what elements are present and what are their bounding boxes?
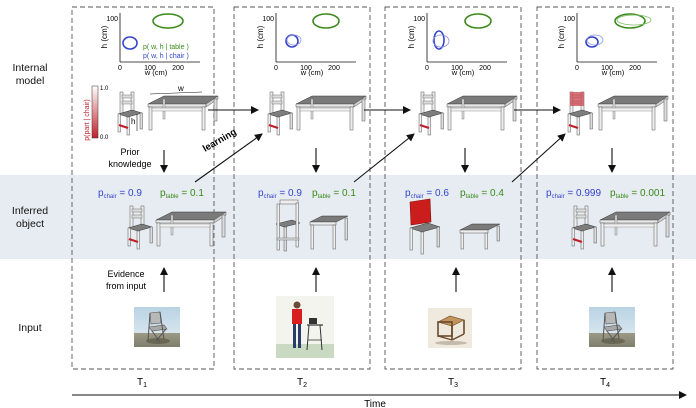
height-dim-label: h [131, 117, 135, 126]
svg-text:100: 100 [300, 65, 312, 72]
table-ellipse [152, 13, 184, 29]
input-photo-t2 [276, 296, 334, 358]
svg-text:pchair = 0.6: pchair = 0.6 [405, 188, 449, 200]
svg-text:100: 100 [413, 16, 425, 23]
svg-text:ptable = 0.001: ptable = 0.001 [610, 188, 665, 200]
svg-text:200: 200 [479, 65, 491, 72]
panel-t1-plot: h (cm) 100 0 100 200 w (cm) p( w, h | ta… [100, 13, 200, 77]
panel-t3-plot: h (cm) 100 0 100 200 w (cm) [407, 13, 507, 77]
svg-text:pchair = 0.999: pchair = 0.999 [546, 188, 601, 200]
svg-text:0: 0 [425, 65, 429, 72]
svg-text:h (cm): h (cm) [256, 25, 265, 48]
panel-t2-plot: h (cm) 100 0 100 200 w (cm) [256, 13, 356, 77]
plot-ylabel: h (cm) [100, 25, 109, 48]
evidence-line2: from input [106, 281, 147, 291]
svg-text:T3: T3 [448, 377, 458, 389]
inferred-table-t2 [309, 215, 349, 250]
svg-text:T2: T2 [297, 377, 307, 389]
prior-knowledge-line1: Prior [120, 147, 139, 157]
learning-label: learning [201, 126, 239, 154]
legend-table: p( w, h | table ) [143, 44, 189, 51]
svg-text:100: 100 [262, 16, 274, 23]
svg-text:w (cm): w (cm) [300, 68, 324, 77]
svg-text:pchair = 0.9: pchair = 0.9 [258, 188, 302, 200]
row-label-inferred-object: Inferred object [11, 205, 49, 230]
panel-t4-frame [536, 6, 674, 370]
panel-t4-plot: h (cm) 100 0 100 200 w (cm) [557, 13, 657, 77]
plot-xtick: 200 [172, 65, 184, 72]
input-photo-t4 [588, 306, 636, 348]
legend-chair: p( w, h | chair ) [143, 53, 189, 60]
input-photo-t1 [133, 306, 181, 348]
part-axis-label: p(part | chair) [84, 99, 91, 141]
svg-text:h (cm): h (cm) [557, 25, 566, 48]
svg-text:T4: T4 [600, 377, 610, 389]
svg-text:w (cm): w (cm) [601, 68, 625, 77]
time-axis-label: Time [364, 399, 386, 408]
inferred-table-t1 [155, 211, 227, 247]
svg-text:100: 100 [451, 65, 463, 72]
part-scale-top: 1.0 [100, 86, 109, 92]
evidence-line1: Evidence [107, 269, 144, 279]
learning-arrow-3 [511, 133, 566, 183]
inferred-table-t3 [459, 223, 501, 250]
plot-xlabel: w (cm) [144, 68, 168, 77]
svg-text:100: 100 [601, 65, 613, 72]
input-photo-t3 [428, 308, 472, 348]
part-scale-bottom: 0.0 [100, 135, 109, 141]
plot-xtick: 0 [118, 65, 122, 72]
part-probability-bar: p(part | chair) 1.0 0.0 [84, 85, 109, 141]
learning-arrow-1 [194, 133, 263, 183]
svg-text:0: 0 [575, 65, 579, 72]
svg-text:T1: T1 [137, 377, 147, 389]
learning-arrow-2 [353, 133, 415, 183]
inferred-chair-t1 [126, 204, 154, 251]
plot-xtick: 100 [144, 65, 156, 72]
panel-t1-frame [71, 6, 215, 370]
svg-text:h (cm): h (cm) [407, 25, 416, 48]
svg-text:pchair = 0.9: pchair = 0.9 [98, 188, 142, 200]
inferred-chair-t4 [570, 204, 598, 251]
svg-text:ptable = 0.1: ptable = 0.1 [312, 188, 356, 200]
plot-ytick: 100 [106, 16, 118, 23]
chair-model [116, 90, 144, 137]
chair-ellipse [122, 36, 138, 50]
chair-model-t4 [566, 90, 594, 137]
panel-t2-frame [233, 6, 371, 370]
row-label-internal-model: Internal model [12, 62, 48, 87]
svg-text:200: 200 [629, 65, 641, 72]
svg-text:200: 200 [328, 65, 340, 72]
svg-text:ptable = 0.4: ptable = 0.4 [460, 188, 504, 200]
time-labels: T1 T2 T3 T4 [137, 377, 610, 389]
svg-text:ptable = 0.1: ptable = 0.1 [160, 188, 204, 200]
prob-labels: pchair = 0.9 ptable = 0.1 pchair = 0.9 p… [98, 188, 665, 200]
svg-text:w (cm): w (cm) [451, 68, 475, 77]
width-dim-line [149, 91, 203, 95]
svg-text:0: 0 [274, 65, 278, 72]
panel-t3-frame [384, 6, 522, 370]
row-label-input: Input [18, 322, 42, 334]
prior-knowledge-line2: knowledge [108, 159, 151, 169]
inferred-table-t4 [599, 211, 671, 247]
width-dim-label: w [177, 84, 184, 93]
svg-text:100: 100 [563, 16, 575, 23]
table-model [147, 95, 219, 131]
inferred-stool-t2 [275, 199, 301, 252]
inferred-chair-t3 [409, 198, 441, 255]
